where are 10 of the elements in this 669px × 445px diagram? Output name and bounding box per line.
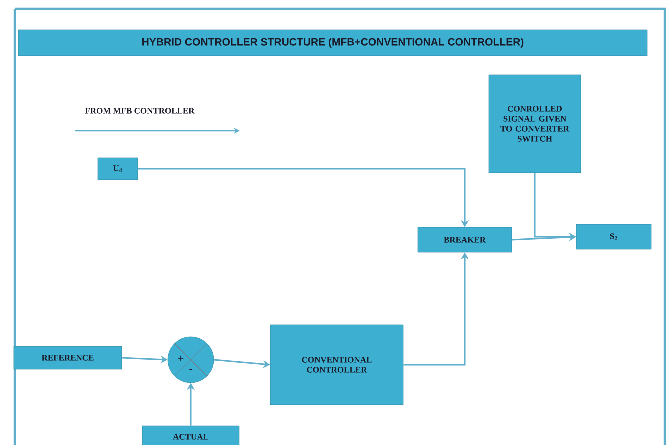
block-box: S$_{2}$ [576,224,652,250]
block-box: BREAKER [418,227,512,253]
block-box: CONROLLED SIGNAL GIVEN TO CONVERTER SWITCH [488,74,582,174]
title-band: HYBRID CONTROLLER STRUCTURE (MFB+CONVENTIONAL CONTROLLER) [18,30,648,56]
block-box: ACTUAL [142,426,240,445]
block-box: U$_{4}$ [98,158,138,180]
note-text: FROM MFB CONTROLLER [85,108,195,114]
block-box: REFERENCE [14,346,122,370]
summing-junction: + - [168,336,214,384]
block-box: CONVENTIONAL CONTROLLER [270,324,404,406]
